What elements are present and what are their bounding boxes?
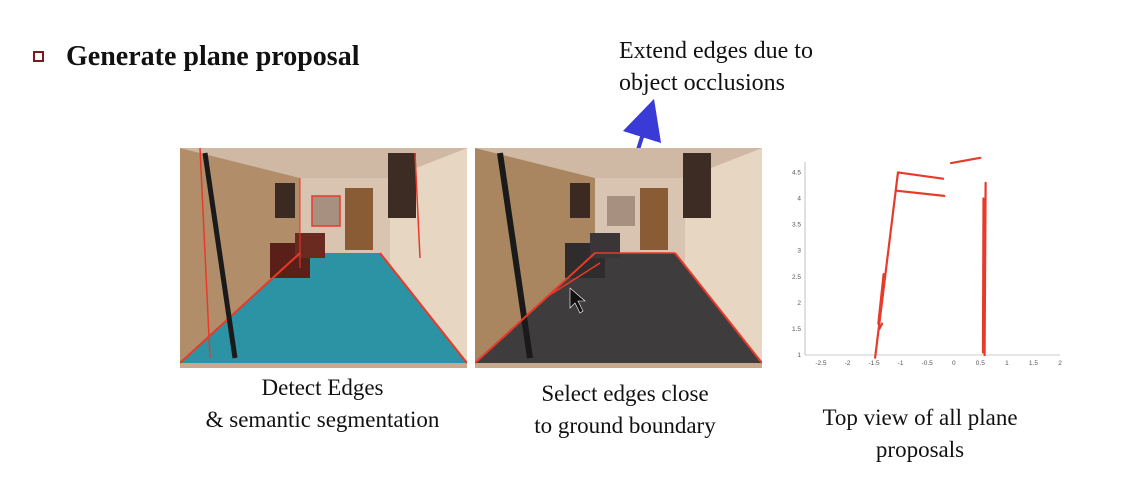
y-tick-label: 1 (797, 352, 801, 359)
plane-proposal-segment (878, 322, 884, 331)
caption-select-line-1: Select edges close (541, 381, 709, 406)
caption-detect-edges: Detect Edges & semantic segmentation (165, 372, 480, 436)
caption-detect-line-2: & semantic segmentation (205, 407, 440, 432)
plane-proposal-segment (981, 197, 985, 354)
y-tick-label: 4 (797, 196, 801, 203)
x-tick-label: 0.5 (976, 360, 985, 367)
edges-segmentation-image (180, 148, 467, 368)
annotation-line-2: object occlusions (619, 70, 785, 96)
y-tick-label: 3 (797, 248, 801, 255)
x-tick-label: 1 (1005, 360, 1009, 367)
plane-proposal-segment (949, 156, 982, 165)
x-tick-label: -2 (845, 360, 851, 367)
top-view-plot: -2.5 -2 -1.5 -1 -0.5 0 0.5 1 1.5 2 1 1.5 2 2.5 3 3.5 4 4.… (775, 150, 1075, 380)
selected-edges-image (475, 148, 762, 368)
caption-detect-line-1: Detect Edges (261, 375, 384, 400)
caption-select-line-2: to ground boundary (534, 413, 716, 438)
x-tick-label: -0.5 (922, 360, 934, 367)
y-tick-label: 1.5 (792, 326, 801, 333)
x-tick-label: -2.5 (815, 360, 827, 367)
y-tick-label: 2.5 (792, 274, 801, 281)
x-tick-label: 0 (952, 360, 956, 367)
x-tick-label: 1.5 (1029, 360, 1038, 367)
y-tick-label: 2 (797, 300, 801, 307)
x-tick-label: -1.5 (868, 360, 880, 367)
y-tick-label: 4.5 (792, 169, 801, 176)
y-tick-label: 3.5 (792, 222, 801, 229)
plane-proposal-segment (983, 181, 987, 357)
plane-proposal-segment (896, 171, 945, 180)
caption-select-edges: Select edges close to ground boundary (480, 378, 770, 442)
occlusion-annotation: Extend edges due to object occlusions (619, 35, 813, 99)
plane-proposal-segment (874, 171, 900, 359)
x-tick-label: -1 (898, 360, 904, 367)
plane-proposal-segment (895, 189, 946, 198)
bullet-square (33, 51, 44, 62)
caption-topview-line-2: proposals (875, 437, 965, 462)
x-tick-label: 2 (1058, 360, 1062, 367)
slide-title: Generate plane proposal (66, 41, 360, 72)
annotation-line-1: Extend edges due to (619, 38, 813, 64)
caption-top-view: Top view of all plane proposals (790, 402, 1050, 466)
mouse-cursor (569, 287, 586, 314)
caption-topview-line-1: Top view of all plane (822, 405, 1018, 430)
plane-proposal-segment (877, 273, 885, 325)
